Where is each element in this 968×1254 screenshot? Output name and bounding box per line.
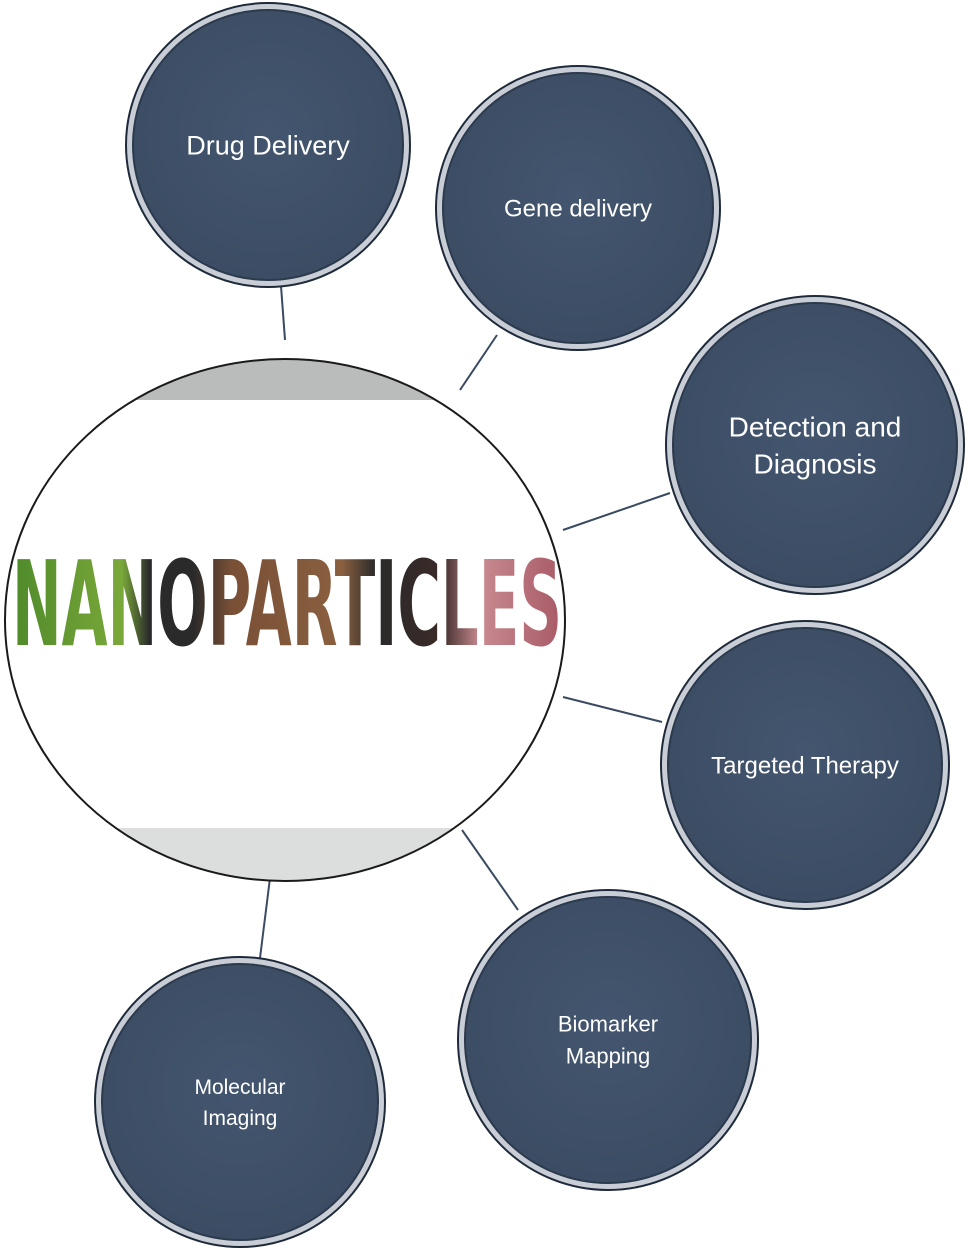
connector-detection-diagnosis bbox=[562, 492, 671, 531]
node-fill bbox=[464, 896, 752, 1184]
node-fill bbox=[101, 963, 379, 1241]
node-label: Molecular bbox=[194, 1076, 285, 1099]
node-label: Targeted Therapy bbox=[711, 752, 899, 779]
node-gene-delivery: Gene delivery bbox=[435, 65, 721, 351]
node-fill bbox=[672, 302, 958, 588]
connector-biomarker-mapping bbox=[461, 829, 519, 911]
node-label: Detection and bbox=[729, 411, 902, 442]
bottom-band bbox=[5, 828, 565, 881]
connectors bbox=[259, 285, 671, 959]
connector-drug-delivery bbox=[280, 285, 286, 341]
node-label: Biomarker bbox=[558, 1012, 658, 1037]
connector-molecular-imaging bbox=[259, 877, 271, 959]
node-label: Diagnosis bbox=[754, 448, 877, 479]
node-fill bbox=[132, 9, 404, 281]
node-fill bbox=[667, 627, 943, 903]
center-title: NANOPARTICLES bbox=[12, 535, 562, 673]
node-drug-delivery: Drug Delivery bbox=[125, 2, 411, 288]
node-label: Mapping bbox=[566, 1044, 650, 1069]
node-label: Drug Delivery bbox=[186, 130, 350, 160]
top-band bbox=[5, 359, 565, 400]
connector-gene-delivery bbox=[459, 334, 498, 391]
node-fill bbox=[442, 72, 714, 344]
node-label: Gene delivery bbox=[504, 195, 652, 222]
center-circle: NANOPARTICLES bbox=[4, 358, 566, 882]
node-label: Imaging bbox=[203, 1107, 278, 1130]
node-targeted-therapy: Targeted Therapy bbox=[660, 620, 950, 910]
connector-targeted-therapy bbox=[562, 696, 663, 723]
